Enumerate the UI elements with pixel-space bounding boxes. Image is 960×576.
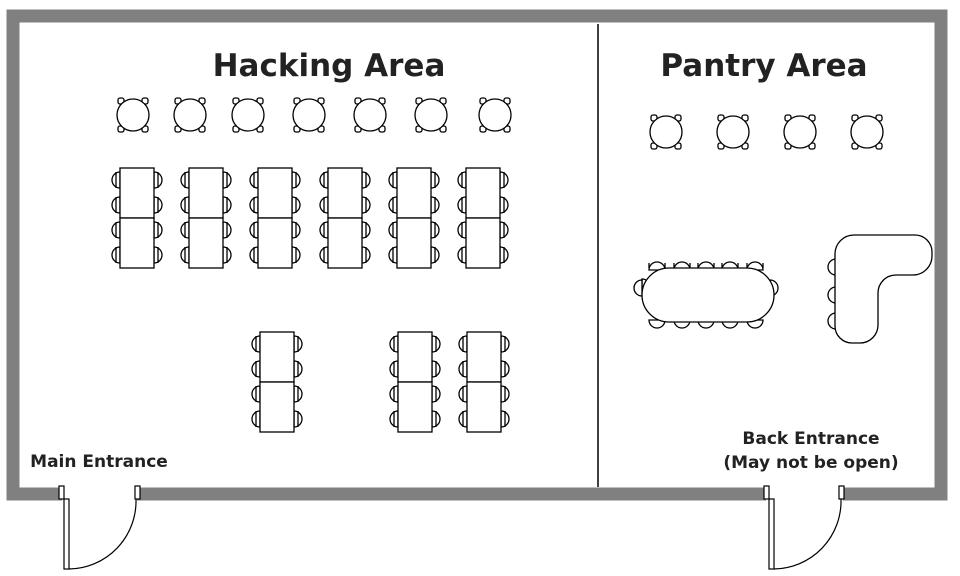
table-top (465, 167, 501, 219)
hacking-round-table-7 (478, 97, 512, 133)
back-entrance-door (763, 485, 845, 570)
pantry-area-title: Pantry Area (660, 48, 867, 84)
pantry-round-table-3 (783, 114, 817, 150)
table-top (466, 381, 502, 433)
hacking-table-block-bottom-3 (458, 331, 510, 433)
round-table-top (649, 115, 683, 149)
l-shaped-counter (827, 234, 933, 344)
hacking-table-block-top-6 (457, 167, 509, 269)
hacking-table-block-top-2 (180, 167, 232, 269)
table-top (397, 381, 433, 433)
table-top (397, 331, 433, 383)
main-entrance-label: Main Entrance (30, 452, 168, 472)
table-top (327, 167, 363, 219)
round-table-top (478, 98, 512, 132)
table-top (466, 331, 502, 383)
table-top (396, 167, 432, 219)
back-entrance-label: Back Entrance (742, 429, 879, 449)
back-door-gap (766, 486, 843, 502)
main-entrance-door (58, 485, 141, 570)
main-door-gap (62, 486, 137, 502)
table-top (259, 331, 295, 383)
hacking-round-table-6 (414, 97, 448, 133)
oval-table-chair-left-seat (633, 279, 643, 297)
oval-conference-table (633, 261, 779, 329)
round-table-top (231, 98, 265, 132)
table-top (257, 217, 293, 269)
furniture-layer (111, 97, 884, 433)
pantry-round-table-1 (649, 114, 683, 150)
table-top (327, 217, 363, 269)
round-table-top (414, 98, 448, 132)
round-table-top (716, 115, 750, 149)
hacking-round-table-4 (292, 97, 326, 133)
table-top (188, 217, 224, 269)
round-table-top (850, 115, 884, 149)
round-table-top (173, 98, 207, 132)
hacking-round-table-2 (173, 97, 207, 133)
counter-top (834, 234, 933, 344)
round-table-top (353, 98, 387, 132)
pantry-round-table-4 (850, 114, 884, 150)
round-table-top (783, 115, 817, 149)
hacking-area-title: Hacking Area (213, 48, 446, 84)
hacking-round-table-1 (116, 97, 150, 133)
table-top (465, 217, 501, 269)
round-table-top (116, 98, 150, 132)
table-top (259, 381, 295, 433)
table-top (119, 217, 155, 269)
hacking-round-table-3 (231, 97, 265, 133)
hacking-round-table-5 (353, 97, 387, 133)
table-top (257, 167, 293, 219)
pantry-round-table-2 (716, 114, 750, 150)
table-top (188, 167, 224, 219)
table-top (119, 167, 155, 219)
round-table-top (292, 98, 326, 132)
hacking-table-block-bottom-1 (251, 331, 303, 433)
hacking-table-block-top-4 (319, 167, 371, 269)
back-entrance-note: (May not be open) (723, 453, 898, 473)
hacking-table-block-bottom-2 (389, 331, 441, 433)
oval-table-top (641, 267, 775, 323)
hacking-table-block-top-1 (111, 167, 163, 269)
table-top (396, 217, 432, 269)
hacking-table-block-top-5 (388, 167, 440, 269)
hacking-table-block-top-3 (249, 167, 301, 269)
